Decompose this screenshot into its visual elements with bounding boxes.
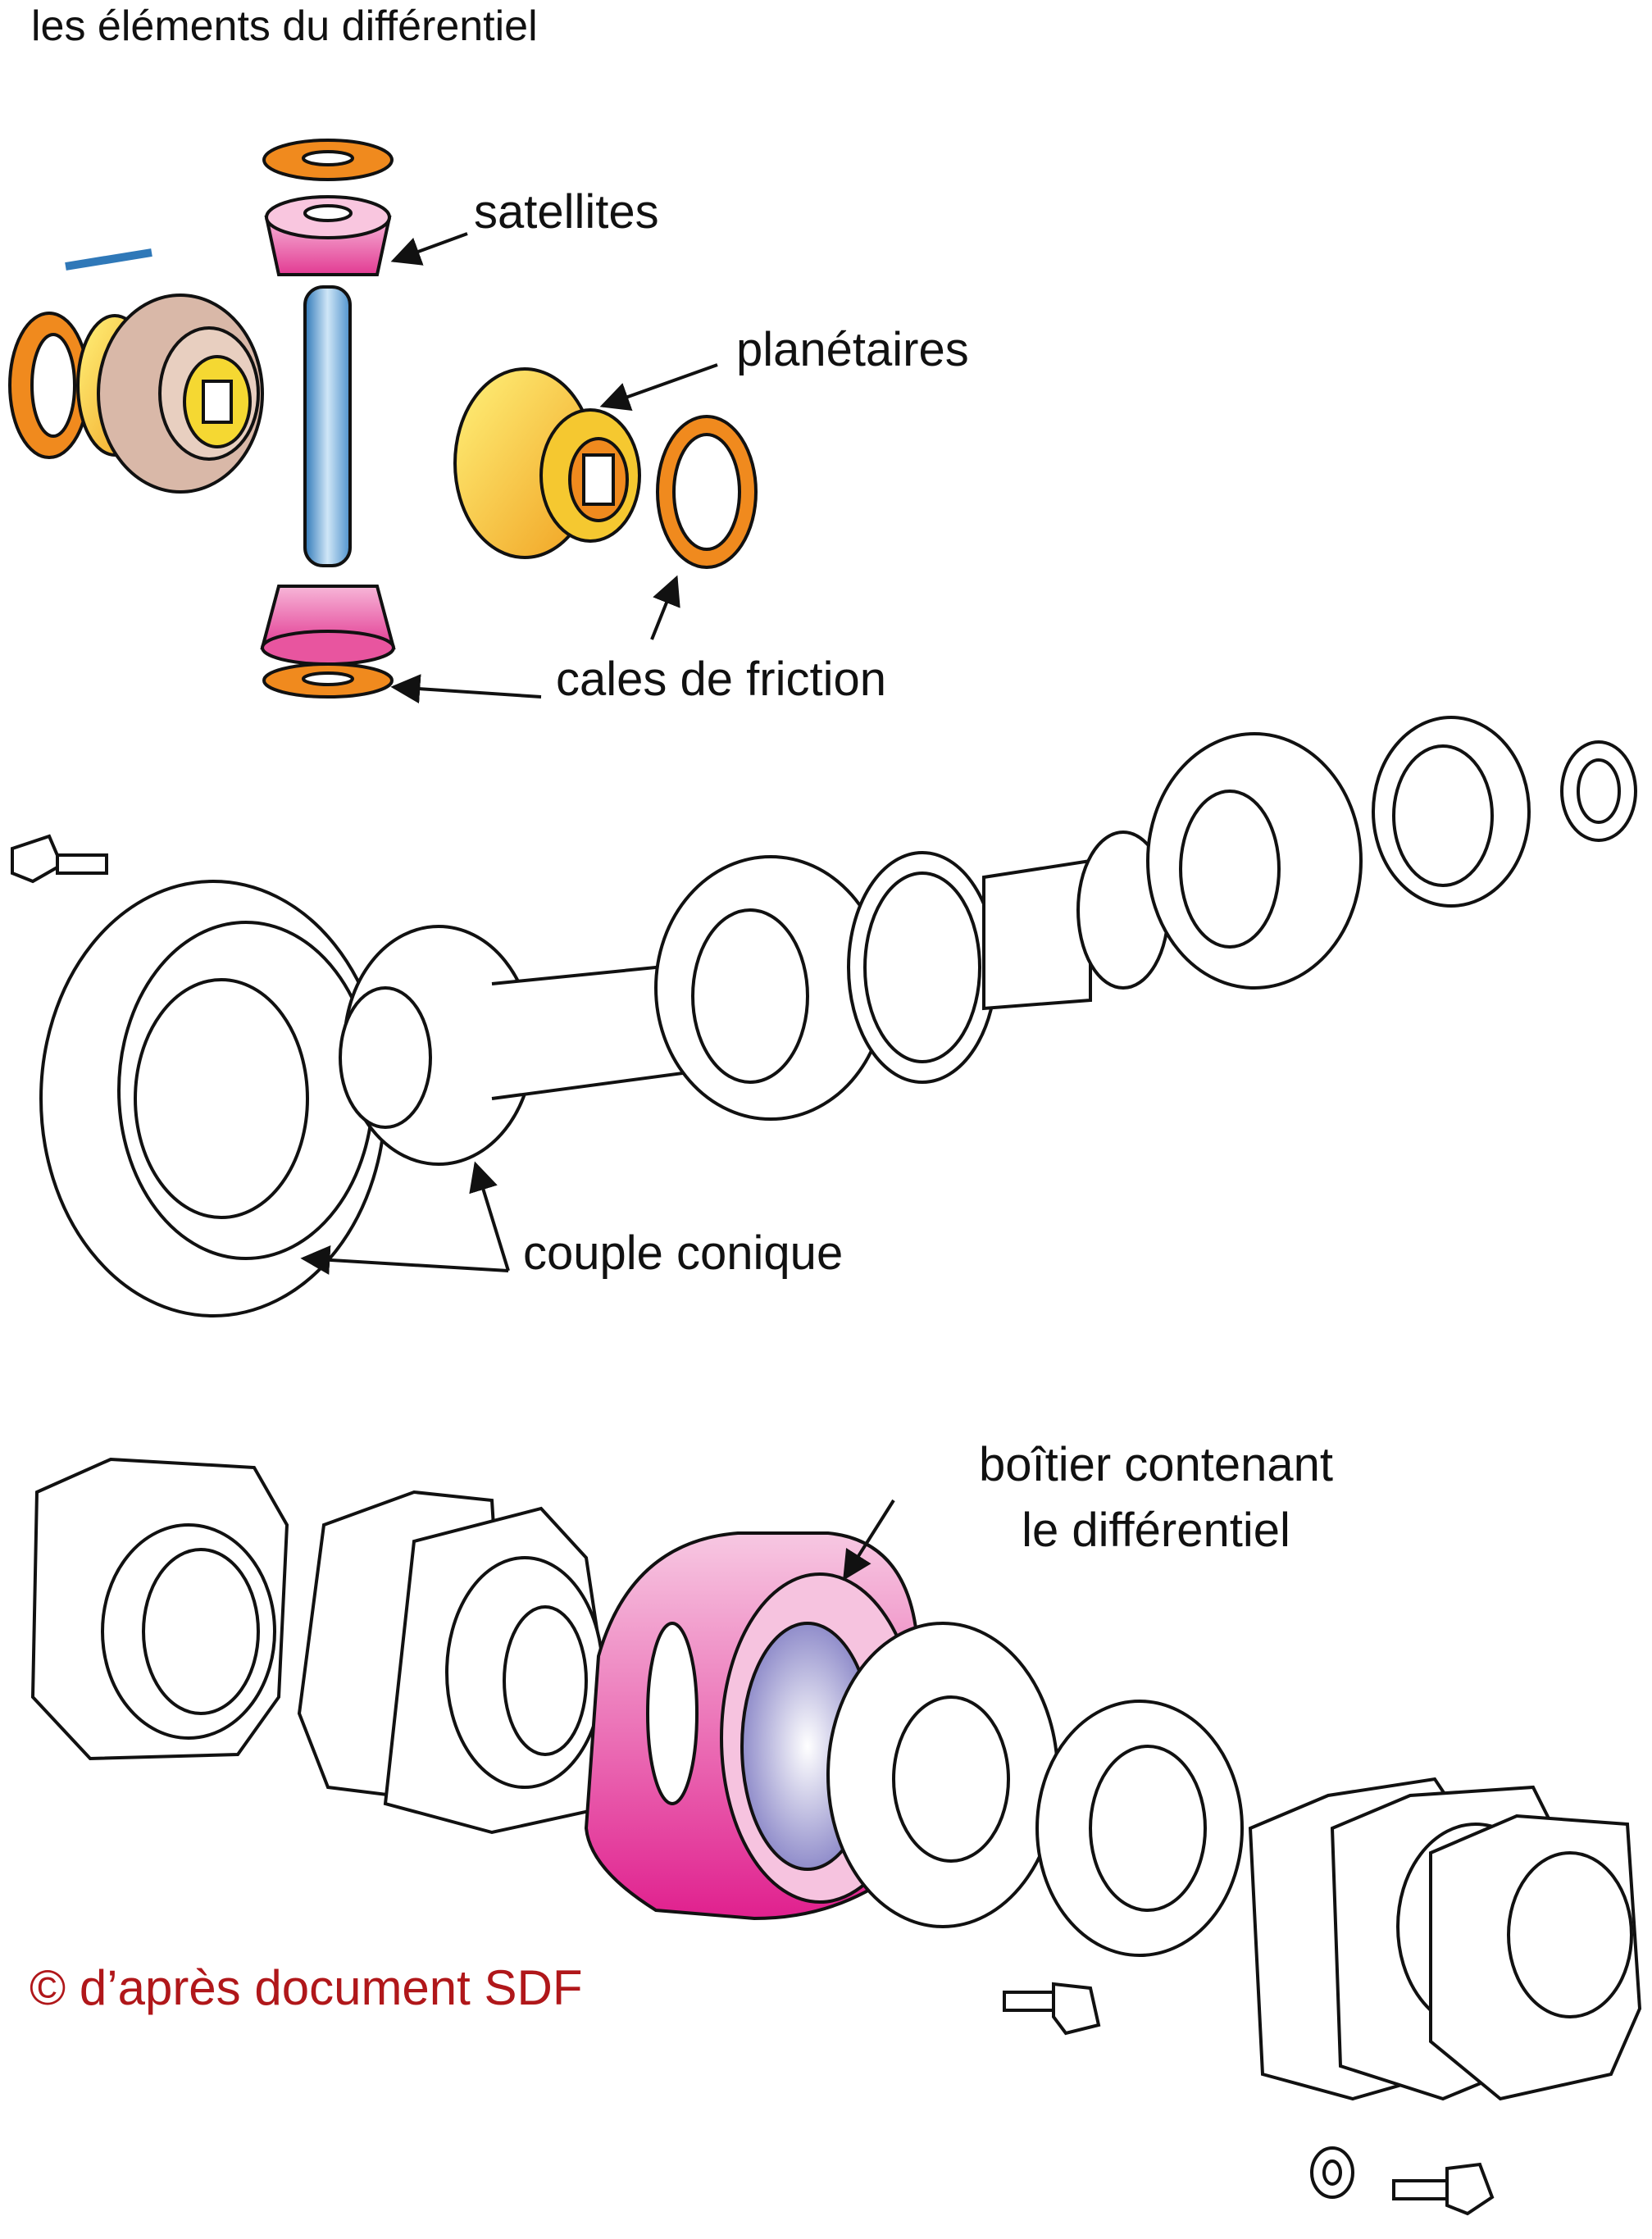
ring-nut (1372, 716, 1531, 908)
crown-bolt (11, 834, 108, 884)
lock-nut (1560, 740, 1637, 842)
middle-section (11, 716, 1637, 1317)
bottom-bolt-2 (1392, 2162, 1495, 2216)
planetaires-arrow (599, 363, 718, 412)
satellite-axle (303, 285, 352, 567)
left-planetary-gear (76, 294, 264, 494)
cales-arrow-left (390, 674, 542, 704)
bottom-washer (1310, 2146, 1354, 2199)
left-flange (30, 1457, 289, 1761)
boitier-label-line2: le différentiel (1022, 1504, 1290, 1557)
couple-arrow-2 (300, 1245, 509, 1275)
right-planetary-gear (453, 367, 641, 559)
copyright-notice: © d’après document SDF (30, 1960, 583, 2015)
pin (65, 248, 152, 271)
cales-arrow-right (650, 575, 680, 640)
spacer-1 (847, 851, 998, 1084)
cales-de-friction-label: cales de friction (556, 653, 886, 706)
output-flange (826, 1622, 1059, 1928)
planetaires-label: planétaires (736, 323, 969, 376)
collar (982, 858, 1092, 1011)
bottom-section (30, 1457, 1642, 2216)
top-section (8, 139, 758, 704)
couple-arrow-1 (469, 1161, 510, 1272)
bearing-left (383, 1506, 626, 1835)
satellites-label: satellites (474, 185, 659, 239)
boitier-arrow (843, 1499, 895, 1581)
right-flange-3 (1429, 1813, 1642, 2101)
satellites-arrow (390, 232, 468, 266)
crown-wheel (39, 880, 387, 1317)
bottom-satellite-gear (260, 585, 396, 666)
couple-conique-label: couple conique (523, 1226, 844, 1280)
bottom-bolt-1 (1003, 1982, 1101, 2036)
boitier-label-line1: boîtier contenant (978, 1438, 1334, 1491)
bearing-1 (654, 855, 887, 1121)
diagram-title: les éléments du différentiel (31, 2, 538, 50)
bearing-2 (1146, 732, 1363, 990)
bearing-right (1035, 1700, 1244, 1957)
top-satellite-gear (264, 195, 392, 276)
